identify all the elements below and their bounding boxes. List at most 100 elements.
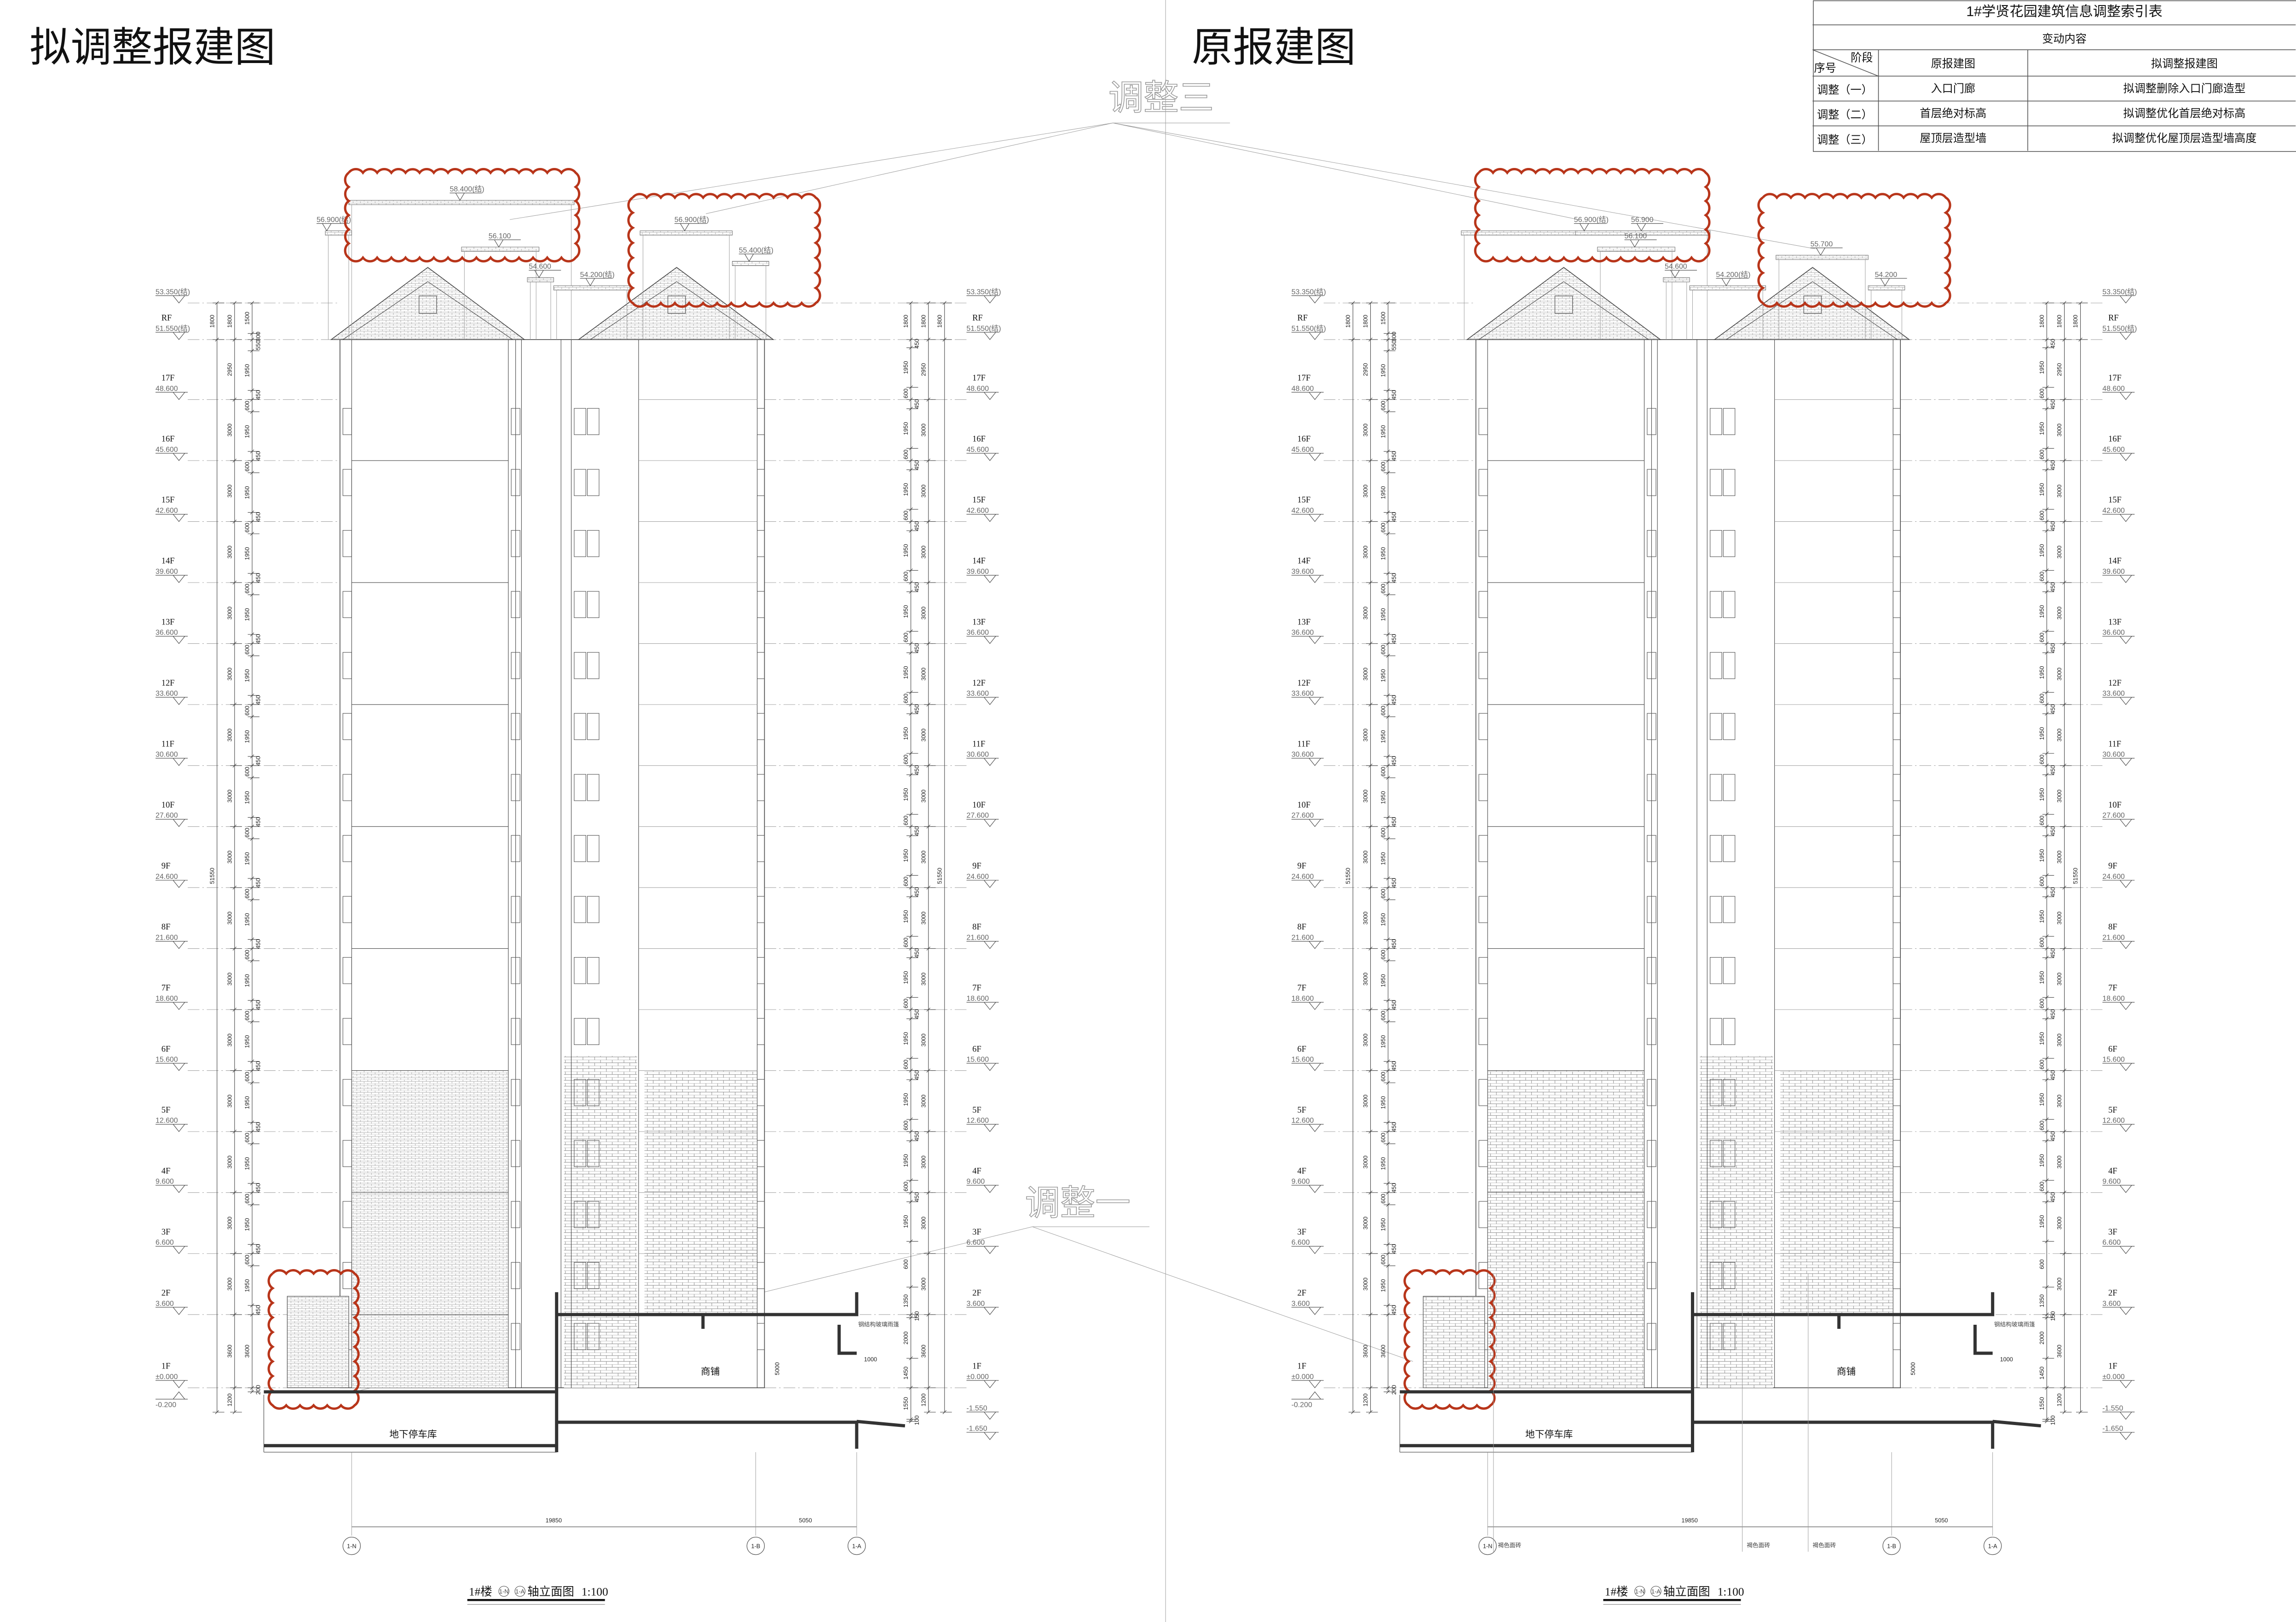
dimension-tick bbox=[2060, 885, 2072, 890]
window bbox=[1892, 1201, 1901, 1228]
dimension-text: 600 bbox=[902, 693, 909, 703]
dimension-tick bbox=[1384, 641, 1396, 646]
dimension-tick bbox=[248, 815, 260, 820]
dimension-tick bbox=[1366, 1385, 1378, 1390]
dimension-tick bbox=[248, 632, 260, 636]
window bbox=[574, 591, 586, 618]
level-symbol bbox=[156, 1002, 188, 1010]
dimension-text: 3000 bbox=[920, 850, 927, 863]
dimension-tick bbox=[2042, 1239, 2054, 1244]
dimension-text: 3000 bbox=[920, 668, 927, 681]
dimension-tick bbox=[1384, 715, 1396, 719]
dimension-tick bbox=[906, 301, 918, 305]
elevation-label: 15.600 bbox=[2102, 1056, 2125, 1064]
floor-label: 10F bbox=[2108, 800, 2122, 809]
window bbox=[1647, 713, 1656, 740]
window bbox=[1710, 469, 1722, 496]
dimension-tick bbox=[1366, 458, 1378, 463]
dimension-tick bbox=[1366, 1068, 1378, 1073]
window bbox=[757, 896, 765, 923]
window bbox=[1710, 896, 1722, 923]
dimension-text: 450 bbox=[254, 1122, 261, 1132]
dimension-text: 450 bbox=[2049, 765, 2056, 775]
window bbox=[511, 591, 520, 618]
level-marker: 4F9.600 bbox=[2102, 1166, 2135, 1193]
axis-bubble bbox=[514, 1586, 525, 1597]
window bbox=[1710, 713, 1722, 740]
dimension-tick bbox=[924, 947, 936, 951]
ramp bbox=[1992, 1420, 2041, 1428]
axis-label: 1-B bbox=[751, 1542, 760, 1549]
window bbox=[1647, 408, 1656, 435]
floor-label: 17F bbox=[1298, 373, 1311, 382]
dimension-tick bbox=[1384, 520, 1396, 524]
window bbox=[1647, 1323, 1656, 1350]
floor-label: 14F bbox=[1298, 556, 1311, 566]
dimension-text: 3000 bbox=[920, 423, 927, 436]
floor-label: 8F bbox=[162, 922, 170, 931]
dimension-tick bbox=[924, 458, 936, 463]
dimension-text: 1950 bbox=[2038, 788, 2045, 801]
dimension-tick bbox=[924, 1312, 936, 1317]
dimension-text: 3000 bbox=[226, 1217, 233, 1229]
elevation-label: 21.600 bbox=[2102, 934, 2125, 941]
dimension-text: 1950 bbox=[2038, 849, 2045, 862]
window bbox=[757, 530, 765, 557]
revision-cloud bbox=[344, 168, 581, 263]
elevation-label: 53.350(结) bbox=[156, 288, 190, 296]
dimension-tick bbox=[2042, 1078, 2054, 1082]
elevation-label: 3.600 bbox=[156, 1300, 174, 1308]
dimension-tick bbox=[1384, 1190, 1396, 1195]
dimension-text: 600 bbox=[244, 584, 251, 594]
dimension-text: 1350 bbox=[2038, 1294, 2045, 1307]
window bbox=[574, 835, 586, 862]
level-marker: 53.350(结) bbox=[966, 288, 1001, 304]
dimension-tick bbox=[2060, 458, 2072, 463]
dimension-tick bbox=[924, 1252, 936, 1256]
window bbox=[1710, 1018, 1722, 1045]
dimension-tick bbox=[924, 520, 936, 524]
dimension-text: 600 bbox=[244, 1133, 251, 1143]
dimension-tick bbox=[248, 510, 260, 514]
dimension-text: 2000 bbox=[902, 1332, 909, 1345]
level-symbol bbox=[580, 278, 612, 286]
dimension-tick bbox=[248, 837, 260, 841]
window bbox=[1647, 1262, 1656, 1289]
axis-label: 1-A bbox=[1988, 1542, 1997, 1549]
level-symbol bbox=[2102, 453, 2135, 461]
window bbox=[1710, 1201, 1722, 1228]
dimension-text: 2950 bbox=[1362, 363, 1369, 376]
window bbox=[757, 1079, 765, 1106]
window bbox=[1892, 1140, 1901, 1167]
level-symbol bbox=[156, 514, 188, 522]
window bbox=[1478, 1262, 1488, 1289]
window bbox=[1647, 896, 1656, 923]
dimension-text: 3000 bbox=[1362, 423, 1369, 436]
axis-label: 1-N bbox=[347, 1542, 357, 1549]
elevation-label: 51.550(结) bbox=[156, 324, 190, 333]
dimension-text: 3000 bbox=[1362, 1217, 1369, 1229]
level-symbol bbox=[316, 223, 349, 231]
elevation-label: ±0.000 bbox=[2102, 1373, 2125, 1381]
dimension-text: 600 bbox=[902, 755, 909, 764]
dimension-text: 3000 bbox=[226, 1033, 233, 1046]
window bbox=[1647, 591, 1656, 618]
floor-label: 17F bbox=[2108, 373, 2122, 382]
floor-label: 5F bbox=[2108, 1105, 2117, 1114]
dimension-text: 600 bbox=[244, 1072, 251, 1081]
dimension-tick bbox=[230, 1385, 242, 1390]
floor-label: 9F bbox=[162, 861, 170, 871]
dimension-text: 3000 bbox=[1362, 1277, 1369, 1290]
level-marker: 3F6.600 bbox=[156, 1227, 188, 1254]
dimension-tick bbox=[924, 641, 936, 646]
elevation-label: 36.600 bbox=[2102, 629, 2125, 637]
dimension-text: 600 bbox=[2038, 1259, 2045, 1269]
level-marker: 2F3.600 bbox=[1291, 1288, 1324, 1315]
dimension-text: 1950 bbox=[1379, 791, 1386, 804]
dimension-text: 1950 bbox=[2038, 605, 2045, 618]
